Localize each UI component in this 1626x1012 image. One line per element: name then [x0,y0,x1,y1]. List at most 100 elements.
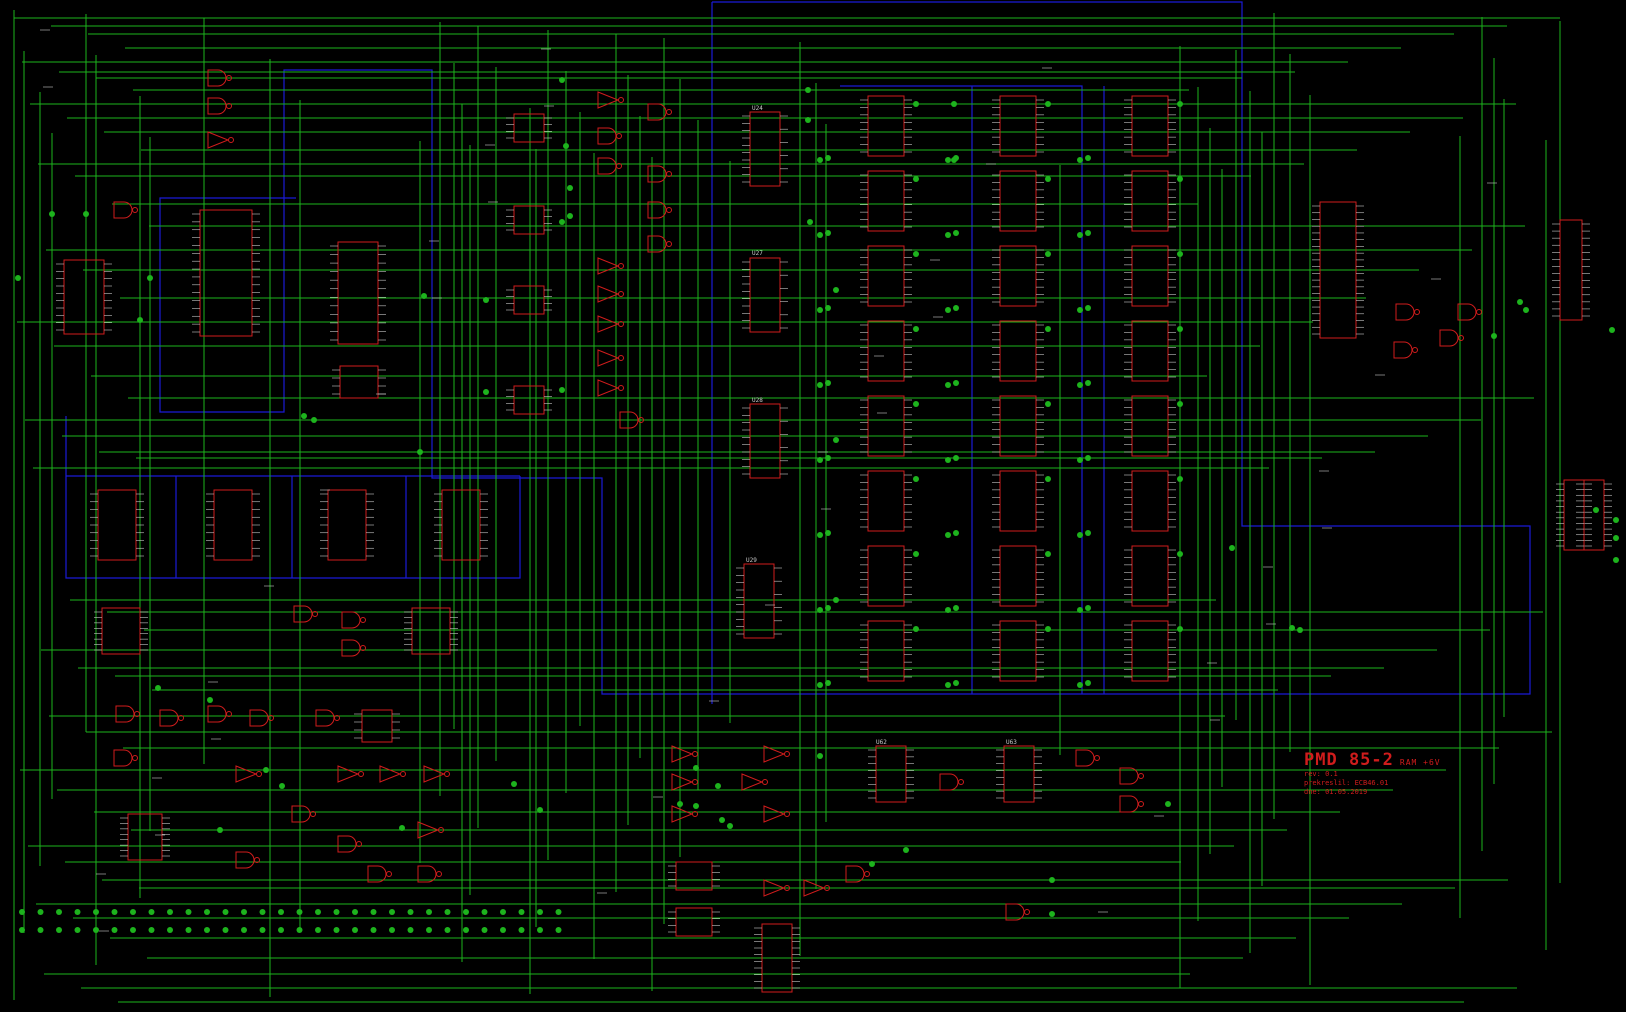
chip-label-u29: U29 [746,557,757,564]
junction-dot [817,753,823,759]
junction-dot [833,287,839,293]
junction-dot [869,861,875,867]
junction-dot [259,927,266,933]
inverter-bubble [692,751,698,757]
inverter-gate [671,745,694,763]
ic-body [127,813,163,861]
nand-gate [1393,341,1413,359]
junction-dot [817,157,823,163]
nand-bubble [1458,335,1464,341]
junction-dot [19,909,25,915]
junction-dot [913,551,919,557]
nand-bubble [958,779,964,785]
junction-dot [715,783,721,789]
junction-dot [315,909,321,915]
inverter-gate [763,879,786,897]
ic-body [1131,470,1169,532]
junction-dot [167,927,173,933]
junction-dot [913,176,919,182]
junction-dot [563,143,569,149]
junction-dot [945,232,951,238]
ic-body [743,563,775,639]
junction-dot [953,605,959,611]
junction-dot [1177,101,1183,107]
ic-body [1131,245,1169,307]
junction-dot [951,157,957,163]
nand-gate [597,127,617,145]
ic-body [867,545,905,607]
junction-dot [945,157,951,163]
nand-bubble [312,611,318,617]
nand-gate [647,201,667,219]
ic-body [875,745,907,803]
ic-body [675,861,713,891]
junction-dot [74,927,81,933]
junction-dot [537,927,543,933]
junction-dot [825,455,831,461]
junction-dot [259,909,266,915]
junction-dot [426,927,432,933]
ic-body [361,709,393,743]
junction-dot [913,101,919,107]
ic-body [867,245,905,307]
junction-dot [93,909,99,915]
inverter-bubble [692,811,698,817]
junction-dot [559,77,565,83]
inverter-gate [671,805,694,823]
ic-body [1003,745,1035,803]
inverter-bubble [824,885,830,891]
ic-body [1131,620,1169,682]
logic-gates [40,29,1497,932]
junction-dot [222,927,229,933]
junction-dots [15,77,1619,933]
nand-gate [159,709,179,727]
author-line: prekreslil: ECB46.01 [1304,779,1389,787]
nand-bubble [1414,309,1420,315]
inverter-gate [763,745,786,763]
junction-dot [1491,333,1497,339]
junction-dot [481,909,488,915]
junction-dot [111,927,118,933]
inverter-gate [423,765,446,783]
junction-dot [1077,232,1083,238]
junction-dot [1609,327,1615,333]
junction-dot [913,401,919,407]
junction-dot [825,230,831,236]
junction-dot [1523,307,1529,313]
junction-dot [945,607,951,613]
junction-dot [333,927,340,933]
inverter-bubble [444,771,450,777]
junction-dot [567,213,573,219]
junction-dot [56,927,62,933]
nand-gate [207,69,227,87]
nand-bubble [386,871,392,877]
ic-body [999,620,1037,682]
junction-dot [407,927,414,933]
nand-bubble [864,871,870,877]
ic-body [411,607,451,655]
junction-dot [222,909,229,915]
junction-dot [913,626,919,632]
junction-dot [37,927,44,933]
ic-body [213,489,253,561]
nand-gate [293,605,313,623]
junction-dot [217,827,223,833]
junction-dot [953,230,959,236]
bus-line [65,416,521,579]
nand-gate [1457,303,1477,321]
inverter-bubble [692,779,698,785]
ic-body [97,489,137,561]
ic-body [513,285,545,315]
junction-dot [370,909,377,915]
junction-dot [693,803,699,809]
nand-bubble [132,755,138,761]
junction-dot [279,783,285,789]
ic-body [1319,201,1357,339]
ic-body [761,923,793,993]
ic-body [1563,479,1585,551]
inverter-gate [597,349,620,367]
junction-dot [500,909,506,915]
nand-gate [647,235,667,253]
nand-bubble [178,715,184,721]
